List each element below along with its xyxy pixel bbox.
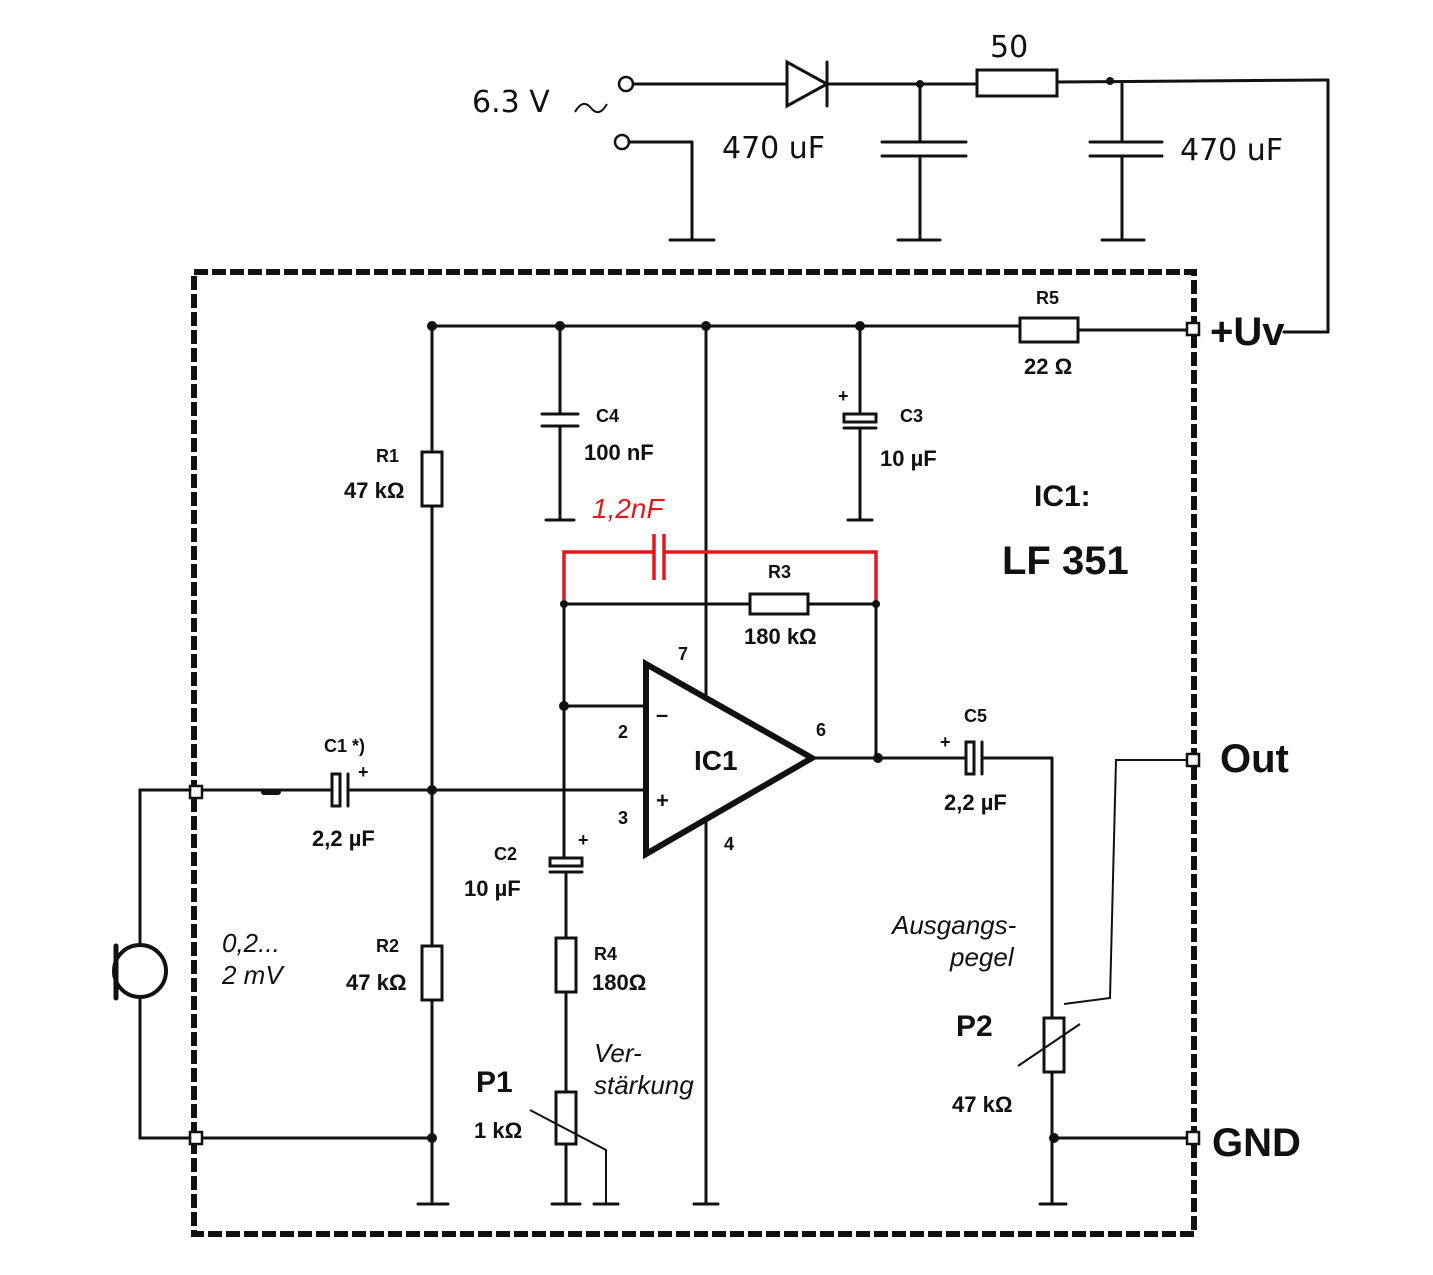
r5-name: R5 (1036, 288, 1059, 308)
terminal-supply-label: +Uv (1210, 310, 1285, 354)
p2-name: P2 (956, 1010, 993, 1043)
input-terminal-ground (188, 1130, 204, 1146)
c5-value: 2,2 µF (944, 790, 1007, 815)
resistor-r1 (420, 450, 444, 508)
p1-function-line1: Ver- (594, 1038, 642, 1068)
pin-3-label: 3 (618, 808, 628, 828)
diode-icon (785, 59, 831, 109)
microphone-icon (112, 943, 168, 1001)
potentiometer-p2 (1042, 1016, 1066, 1074)
r1-name: R1 (376, 446, 399, 466)
ic-title: IC1: (1034, 480, 1091, 513)
r4-name: R4 (594, 944, 617, 964)
p2-value: 47 kΩ (952, 1092, 1012, 1117)
ac-terminal-top (617, 75, 635, 93)
added-feedback-capacitor: 1,2nF (562, 493, 878, 604)
pin-2-label: 2 (618, 722, 628, 742)
c2-name: C2 (494, 844, 517, 864)
pin-4-label: 4 (724, 834, 734, 854)
opamp-noninverting-sign: + (656, 788, 669, 813)
terminal-gnd (1185, 1130, 1201, 1146)
ac-terminal-bottom (613, 133, 631, 151)
c2-plus: + (578, 830, 589, 850)
supply-cap1-label: 470 uF (722, 131, 825, 166)
pin-6-label: 6 (816, 720, 826, 740)
terminal-out-label: Out (1220, 737, 1289, 781)
ac-voltage-label: 6.3 V (472, 85, 550, 120)
c2-value: 10 µF (464, 876, 521, 901)
input-level-line1: 0,2... (222, 928, 280, 958)
c4-value: 100 nF (584, 440, 654, 465)
terminal-supply (1185, 321, 1201, 337)
r2-name: R2 (376, 936, 399, 956)
ic-part-number: LF 351 (1002, 539, 1129, 583)
resistor-r4 (554, 936, 578, 994)
p2-function-line1: Ausgangs- (890, 910, 1017, 940)
c3-name: C3 (900, 406, 923, 426)
c3-plus: + (838, 386, 849, 406)
input-level-line2: 2 mV (221, 960, 285, 990)
supply-resistor (975, 68, 1059, 98)
resistor-r5 (1018, 316, 1080, 344)
input-terminal-signal (188, 784, 204, 800)
c3-value: 10 µF (880, 446, 937, 471)
opamp-inverting-sign: – (656, 702, 668, 727)
added-capacitor-label: 1,2nF (592, 493, 665, 524)
r5-value: 22 Ω (1024, 354, 1072, 379)
amplifier-circuit: R5 22 Ω +Uv R1 47 kΩ R2 47 kΩ C4 100 nF … (112, 288, 1301, 1206)
ac-tilde-icon (574, 102, 608, 114)
r1-value: 47 kΩ (344, 478, 404, 503)
terminal-out (1185, 752, 1201, 768)
opamp-ic1: IC1 – + (643, 658, 819, 860)
r4-value: 180Ω (592, 970, 646, 995)
pin-7-label: 7 (678, 644, 688, 664)
c1-name: C1 *) (324, 736, 365, 756)
power-supply: 6.3 V 50 470 uF 470 uF (472, 30, 1330, 334)
c1-plus: + (358, 762, 369, 782)
resistor-r2 (420, 944, 444, 1002)
r3-value: 180 kΩ (744, 624, 817, 649)
opamp-label: IC1 (694, 745, 738, 776)
potentiometer-p1 (554, 1090, 578, 1146)
c4-name: C4 (596, 406, 619, 426)
c5-plus: + (940, 732, 951, 752)
p1-function-line2: stärkung (594, 1070, 694, 1100)
p2-function-line2: pegel (949, 942, 1015, 972)
terminal-gnd-label: GND (1212, 1121, 1301, 1165)
r2-value: 47 kΩ (346, 970, 406, 995)
resistor-r3 (748, 592, 810, 616)
r3-name: R3 (768, 562, 791, 582)
c5-name: C5 (964, 706, 987, 726)
c1-value: 2,2 µF (312, 826, 375, 851)
supply-resistor-label: 50 (990, 30, 1028, 65)
supply-cap2-label: 470 uF (1180, 133, 1283, 168)
p1-value: 1 kΩ (474, 1118, 522, 1143)
p1-name: P1 (476, 1066, 513, 1099)
